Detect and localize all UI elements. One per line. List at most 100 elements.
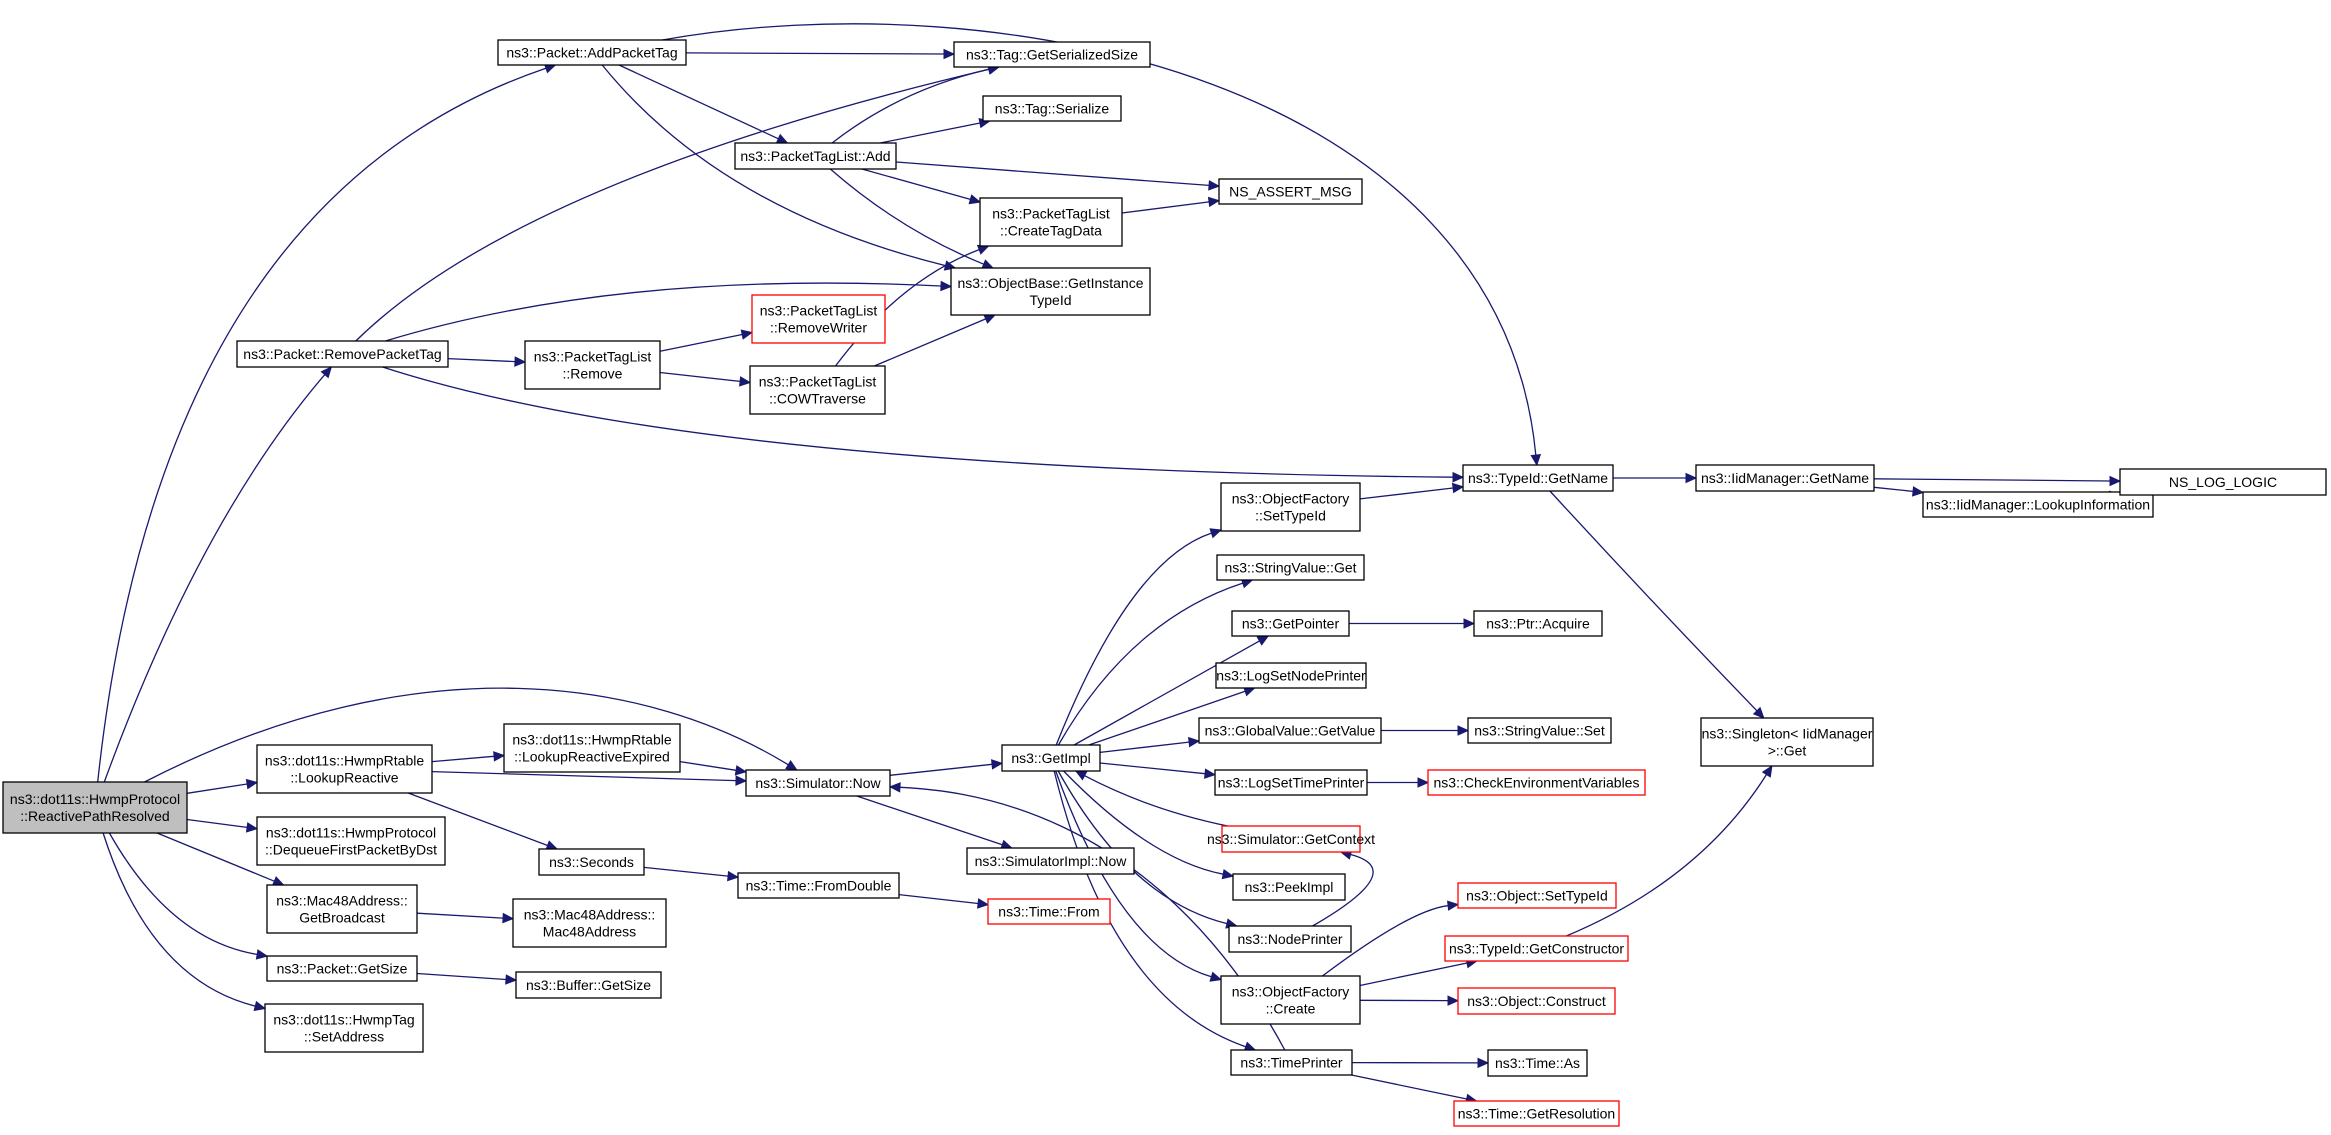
node-cow-traverse[interactable]: ns3::PacketTagList::COWTraverse bbox=[749, 365, 886, 415]
node-box[interactable] bbox=[745, 769, 891, 797]
node-box[interactable] bbox=[497, 39, 687, 66]
node-box[interactable] bbox=[1453, 1100, 1620, 1127]
node-of-create[interactable]: ns3::ObjectFactory::Create bbox=[1220, 975, 1361, 1025]
node-time-printer[interactable]: ns3::TimePrinter bbox=[1230, 1049, 1353, 1076]
node-time-from[interactable]: ns3::Time::From bbox=[987, 898, 1111, 925]
node-type-id-get-name[interactable]: ns3::TypeId::GetName bbox=[1462, 464, 1614, 492]
node-global-value-get-value[interactable]: ns3::GlobalValue::GetValue bbox=[1198, 717, 1382, 744]
node-box[interactable] bbox=[751, 294, 886, 344]
node-box[interactable] bbox=[1230, 1049, 1353, 1076]
node-box[interactable] bbox=[966, 847, 1135, 875]
node-obj-set-type-id[interactable]: ns3::Object::SetTypeId bbox=[1457, 882, 1617, 909]
node-remove-packet-tag[interactable]: ns3::Packet::RemovePacketTag bbox=[236, 340, 449, 368]
node-ptr-acquire[interactable]: ns3::Ptr::Acquire bbox=[1473, 610, 1603, 637]
node-box[interactable] bbox=[1473, 610, 1603, 637]
node-box[interactable] bbox=[953, 41, 1151, 68]
node-ptl-add[interactable]: ns3::PacketTagList::Add bbox=[734, 142, 897, 170]
node-node-printer[interactable]: ns3::NodePrinter bbox=[1228, 925, 1352, 953]
node-box[interactable] bbox=[1695, 464, 1875, 492]
node-ns-log-logic[interactable]: NS_LOG_LOGIC bbox=[2119, 468, 2327, 496]
node-box[interactable] bbox=[266, 884, 418, 934]
node-box[interactable] bbox=[256, 816, 446, 866]
node-box[interactable] bbox=[503, 723, 681, 773]
node-box[interactable] bbox=[1457, 987, 1616, 1015]
node-check-env[interactable]: ns3::CheckEnvironmentVariables bbox=[1427, 769, 1646, 796]
node-box[interactable] bbox=[524, 340, 661, 390]
node-box[interactable] bbox=[1232, 873, 1346, 901]
node-lookup-reactive[interactable]: ns3::dot11s::HwmpRtable::LookupReactive bbox=[256, 744, 433, 794]
node-obj-construct[interactable]: ns3::Object::Construct bbox=[1457, 987, 1616, 1015]
node-box[interactable] bbox=[1218, 178, 1363, 205]
node-box[interactable] bbox=[2119, 468, 2327, 496]
node-root[interactable]: ns3::dot11s::HwmpProtocol::ReactivePathR… bbox=[2, 781, 188, 834]
node-log-set-node-printer[interactable]: ns3::LogSetNodePrinter bbox=[1215, 662, 1367, 689]
node-box[interactable] bbox=[1215, 662, 1367, 689]
node-box[interactable] bbox=[1427, 769, 1646, 796]
node-box[interactable] bbox=[1487, 1049, 1588, 1077]
node-sim-get-context[interactable]: ns3::Simulator::GetContext bbox=[1207, 825, 1375, 853]
node-box[interactable] bbox=[256, 744, 433, 794]
node-box[interactable] bbox=[2, 781, 188, 834]
node-box[interactable] bbox=[979, 197, 1123, 247]
node-box[interactable] bbox=[1700, 717, 1874, 767]
node-seconds[interactable]: ns3::Seconds bbox=[538, 848, 645, 876]
node-box[interactable] bbox=[1220, 482, 1361, 532]
node-box[interactable] bbox=[1444, 935, 1629, 962]
node-buffer-get-size[interactable]: ns3::Buffer::GetSize bbox=[515, 971, 662, 999]
node-box[interactable] bbox=[538, 848, 645, 876]
node-set-address[interactable]: ns3::dot11s::HwmpTag::SetAddress bbox=[264, 1003, 424, 1053]
node-ns-assert-msg[interactable]: NS_ASSERT_MSG bbox=[1218, 178, 1363, 205]
node-box[interactable] bbox=[737, 872, 900, 899]
node-box[interactable] bbox=[1462, 464, 1614, 492]
node-string-value-set[interactable]: ns3::StringValue::Set bbox=[1467, 717, 1612, 744]
node-box[interactable] bbox=[266, 955, 418, 982]
node-box[interactable] bbox=[1001, 744, 1101, 772]
node-create-tag-data[interactable]: ns3::PacketTagList::CreateTagData bbox=[979, 197, 1123, 247]
node-peek-impl[interactable]: ns3::PeekImpl bbox=[1232, 873, 1346, 901]
node-iid-get-name[interactable]: ns3::IidManager::GetName bbox=[1695, 464, 1875, 492]
node-mac48[interactable]: ns3::Mac48Address::Mac48Address bbox=[512, 898, 667, 948]
node-box[interactable] bbox=[515, 971, 662, 999]
node-lookup-expired[interactable]: ns3::dot11s::HwmpRtable::LookupReactiveE… bbox=[503, 723, 681, 773]
node-dequeue[interactable]: ns3::dot11s::HwmpProtocol::DequeueFirstP… bbox=[256, 816, 446, 866]
node-time-as[interactable]: ns3::Time::As bbox=[1487, 1049, 1588, 1077]
node-tag-get-serialized-size[interactable]: ns3::Tag::GetSerializedSize bbox=[953, 41, 1151, 68]
node-box[interactable] bbox=[1221, 825, 1361, 853]
node-box[interactable] bbox=[1198, 717, 1382, 744]
node-time-get-resolution[interactable]: ns3::Time::GetResolution bbox=[1453, 1100, 1620, 1127]
node-box[interactable] bbox=[1228, 925, 1352, 953]
node-box[interactable] bbox=[1467, 717, 1612, 744]
node-string-value-get[interactable]: ns3::StringValue::Get bbox=[1216, 554, 1365, 581]
node-ptl-remove[interactable]: ns3::PacketTagList::Remove bbox=[524, 340, 661, 390]
node-remove-writer[interactable]: ns3::PacketTagList::RemoveWriter bbox=[751, 294, 886, 344]
node-lookup-information[interactable]: ns3::IidManager::LookupInformation bbox=[1922, 491, 2154, 518]
node-log-set-time-printer[interactable]: ns3::LogSetTimePrinter bbox=[1214, 769, 1368, 796]
node-box[interactable] bbox=[749, 365, 886, 415]
node-box[interactable] bbox=[734, 142, 897, 170]
node-box[interactable] bbox=[1214, 769, 1368, 796]
node-type-id-get-constructor[interactable]: ns3::TypeId::GetConstructor bbox=[1444, 935, 1629, 962]
node-from-double[interactable]: ns3::Time::FromDouble bbox=[737, 872, 900, 899]
node-sim-now[interactable]: ns3::Simulator::Now bbox=[745, 769, 891, 797]
node-box[interactable] bbox=[512, 898, 667, 948]
node-box[interactable] bbox=[987, 898, 1111, 925]
node-box[interactable] bbox=[236, 340, 449, 368]
node-box[interactable] bbox=[1922, 491, 2154, 518]
node-singleton-get[interactable]: ns3::Singleton< IidManager >::Get bbox=[1700, 717, 1874, 767]
node-box[interactable] bbox=[1457, 882, 1617, 909]
node-get-impl[interactable]: ns3::GetImpl bbox=[1001, 744, 1101, 772]
node-box[interactable] bbox=[1220, 975, 1361, 1025]
node-box[interactable] bbox=[1216, 554, 1365, 581]
node-get-broadcast[interactable]: ns3::Mac48Address::GetBroadcast bbox=[266, 884, 418, 934]
node-packet-get-size[interactable]: ns3::Packet::GetSize bbox=[266, 955, 418, 982]
node-of-set-type-id[interactable]: ns3::ObjectFactory::SetTypeId bbox=[1220, 482, 1361, 532]
node-sim-impl-now[interactable]: ns3::SimulatorImpl::Now bbox=[966, 847, 1135, 875]
node-box[interactable] bbox=[982, 95, 1122, 122]
node-box[interactable] bbox=[1231, 610, 1350, 637]
node-add-packet-tag[interactable]: ns3::Packet::AddPacketTag bbox=[497, 39, 687, 66]
node-tag-serialize[interactable]: ns3::Tag::Serialize bbox=[982, 95, 1122, 122]
node-box[interactable] bbox=[264, 1003, 424, 1053]
node-box[interactable] bbox=[950, 267, 1151, 316]
node-get-pointer[interactable]: ns3::GetPointer bbox=[1231, 610, 1350, 637]
